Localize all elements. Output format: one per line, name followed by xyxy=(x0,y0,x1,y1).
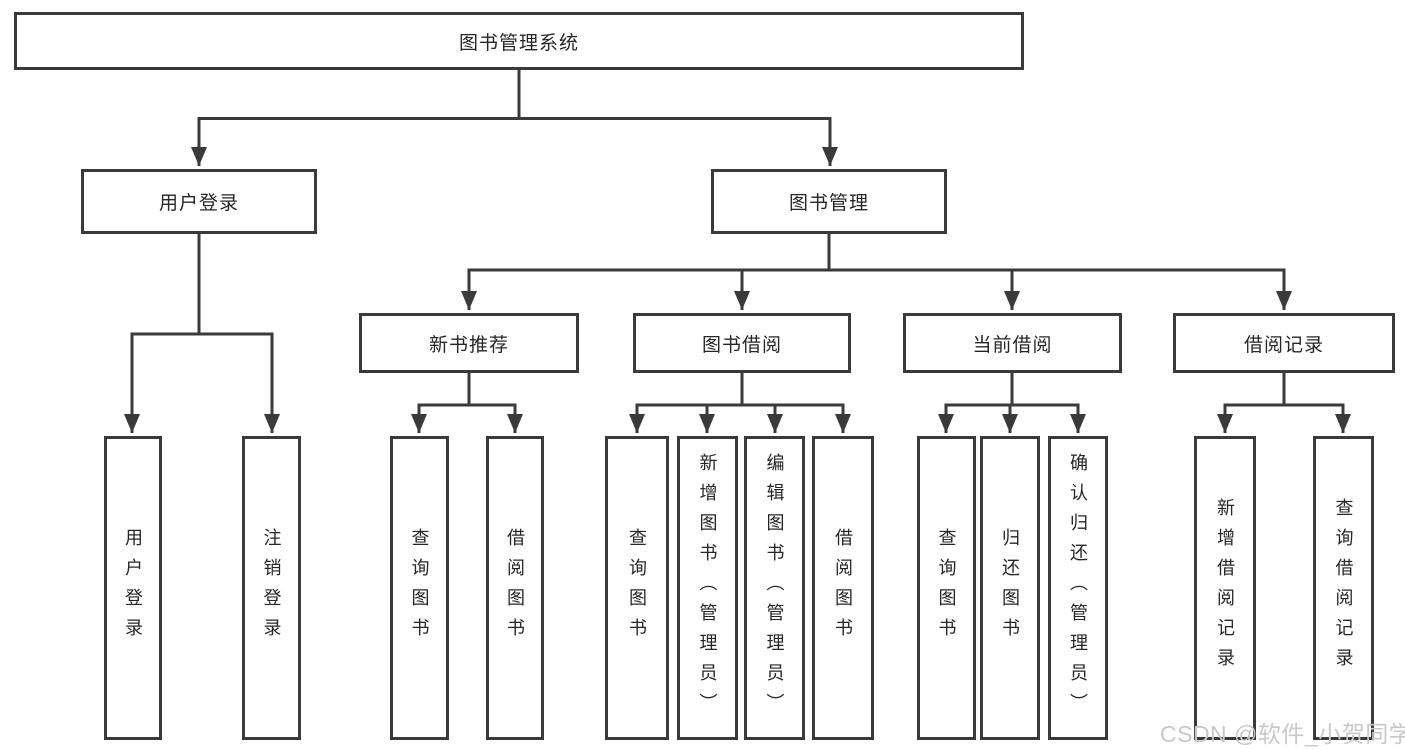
leaf-user-login: 用户登录 xyxy=(104,436,162,740)
leaf-add-borrow-record-label: 新增借阅记录 xyxy=(1215,498,1235,678)
leaf-user-login-label: 用户登录 xyxy=(123,528,143,648)
csdn-watermark: CSDN @软件_小贺同学 xyxy=(1160,721,1405,747)
leaf-query-books-under-current-borrow: 查询图书 xyxy=(917,436,976,740)
node-book-borrowing: 图书借阅 xyxy=(633,313,851,373)
node-new-book-recommend-label: 新书推荐 xyxy=(428,334,509,356)
node-book-management-label: 图书管理 xyxy=(788,193,869,214)
leaf-query-borrow-record-label: 查询借阅记录 xyxy=(1333,498,1354,678)
leaf-add-books-admin: 新增图书（管理员） xyxy=(677,436,738,740)
leaf-logout: 注销登录 xyxy=(242,436,301,740)
leaf-borrow-books-under-new-book: 借阅图书 xyxy=(486,436,544,740)
leaf-logout-label: 注销登录 xyxy=(261,528,282,648)
connector-root-to-level2 xyxy=(191,70,838,166)
node-new-book-recommend: 新书推荐 xyxy=(359,313,579,373)
connector-user-login-to-leaves xyxy=(124,234,280,433)
leaf-query-books-under-book-borrow: 查询图书 xyxy=(605,436,669,740)
connector-book-borrow-to-leaves xyxy=(629,373,851,433)
leaf-query-books-under-book-borrow-label: 查询图书 xyxy=(627,528,647,648)
leaf-confirm-return-admin-label: 确认归还（管理员） xyxy=(1068,453,1088,723)
node-borrowing-records: 借阅记录 xyxy=(1173,313,1395,373)
leaf-edit-books-admin: 编辑图书（管理员） xyxy=(744,436,805,740)
node-library-management-system-label: 图书管理系统 xyxy=(458,32,579,54)
node-user-login-label: 用户登录 xyxy=(158,193,239,214)
leaf-return-books-label: 归还图书 xyxy=(1000,528,1020,648)
leaf-add-borrow-record: 新增借阅记录 xyxy=(1194,436,1256,740)
leaf-borrow-books-under-new-book-label: 借阅图书 xyxy=(505,528,525,648)
leaf-query-books-under-new-book-label: 查询图书 xyxy=(409,528,430,648)
node-book-management: 图书管理 xyxy=(711,169,947,234)
leaf-borrow-books-under-book-borrow-label: 借阅图书 xyxy=(833,528,853,648)
node-current-borrowing: 当前借阅 xyxy=(903,313,1122,373)
leaf-confirm-return-admin: 确认归还（管理员） xyxy=(1048,436,1108,740)
connector-current-borrow-to-leaves xyxy=(938,373,1086,433)
leaf-return-books: 归还图书 xyxy=(980,436,1040,740)
leaf-query-books-under-current-borrow-label: 查询图书 xyxy=(936,528,957,648)
connector-book-management-to-level3 xyxy=(461,234,1292,310)
leaf-borrow-books-under-book-borrow: 借阅图书 xyxy=(812,436,874,740)
leaf-query-books-under-new-book: 查询图书 xyxy=(390,436,449,740)
node-borrowing-records-label: 借阅记录 xyxy=(1243,334,1324,356)
leaf-add-books-admin-label: 新增图书（管理员） xyxy=(697,453,718,723)
node-book-borrowing-label: 图书借阅 xyxy=(701,334,782,356)
leaf-query-borrow-record: 查询借阅记录 xyxy=(1313,436,1374,740)
connector-new-book-to-leaves xyxy=(411,373,523,433)
leaf-edit-books-admin-label: 编辑图书（管理员） xyxy=(764,453,785,723)
connector-borrow-record-to-leaves xyxy=(1217,373,1351,433)
node-user-login: 用户登录 xyxy=(81,169,317,234)
node-current-borrowing-label: 当前借阅 xyxy=(972,334,1053,356)
node-library-management-system: 图书管理系统 xyxy=(14,12,1024,70)
